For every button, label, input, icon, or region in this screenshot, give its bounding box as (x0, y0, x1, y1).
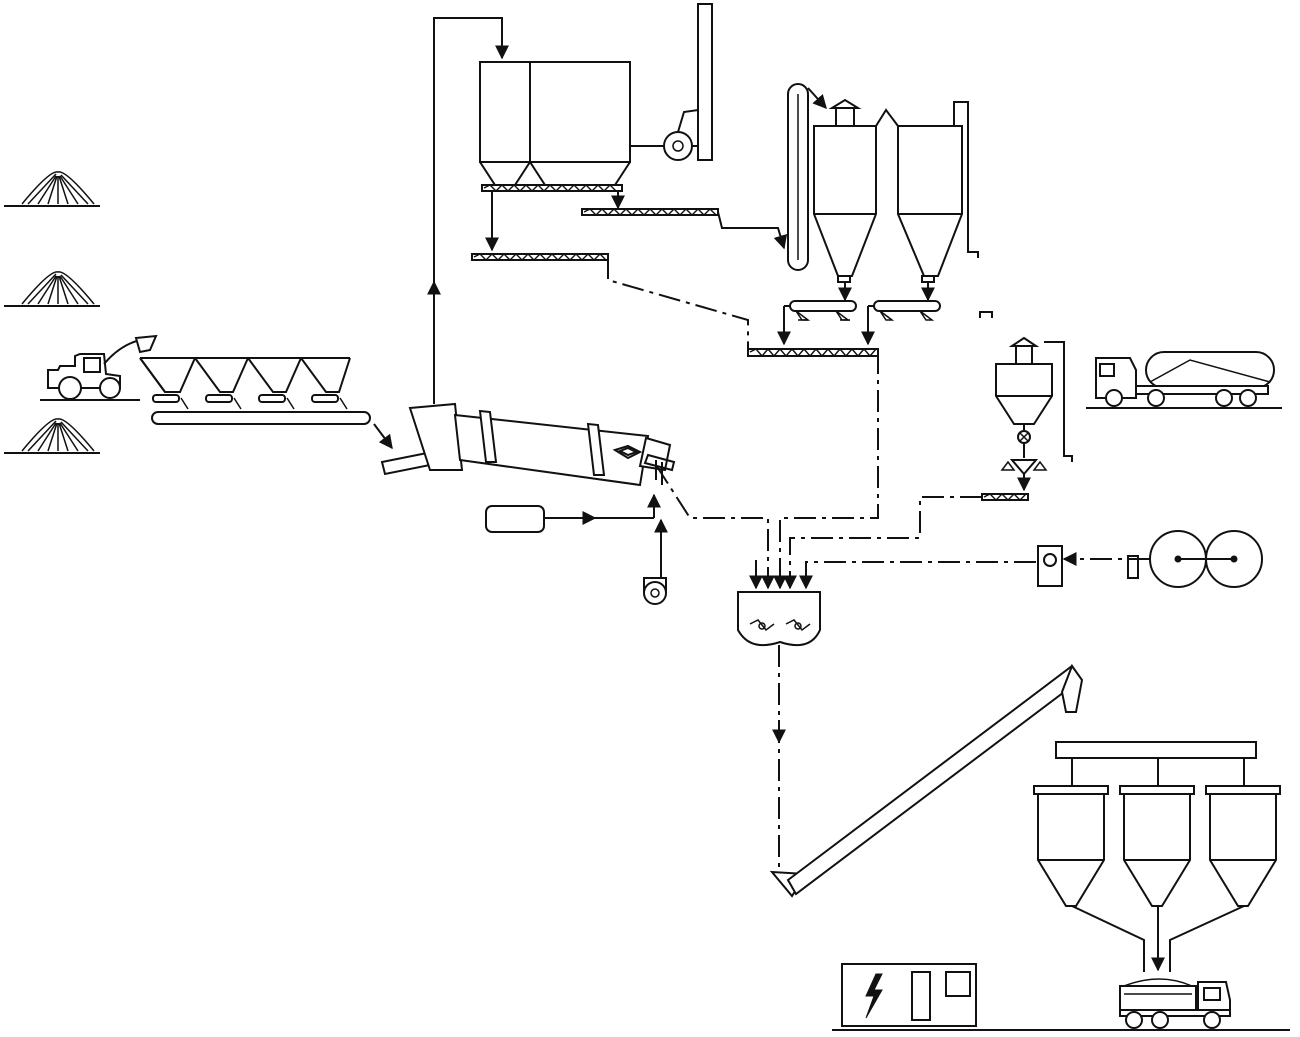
screw-conveyors (471, 208, 1029, 501)
bitumen-storage-tanks (1127, 530, 1263, 588)
bag-filter-baghouse (479, 61, 631, 192)
exhaust-fan (630, 108, 699, 161)
combustion-air-fan (643, 577, 667, 605)
aggregate-stockpile-1 (4, 171, 100, 207)
drying-drum (408, 402, 672, 487)
filler-silos (813, 98, 979, 283)
exhaust-stack (697, 3, 713, 161)
twin-shaft-mixer (737, 591, 821, 646)
filler-weigh-conveyors (789, 300, 941, 321)
bitumen-tank (995, 336, 1073, 476)
bitumen-pump (1037, 545, 1063, 587)
aggregate-stockpile-3 (4, 418, 100, 454)
aggregate-stockpile-2 (4, 271, 100, 307)
bitumen-tanker-truck (1086, 351, 1282, 409)
hot-mix-storage-silos (1033, 741, 1281, 972)
control-cabin (841, 963, 977, 1027)
lightning-icon (865, 973, 883, 1019)
skip-conveyor (769, 663, 1084, 898)
wheel-loader (40, 334, 158, 401)
hot-aggregate-elevator (787, 83, 809, 271)
collecting-conveyor (151, 411, 371, 425)
fuel-tank (485, 505, 545, 533)
cold-feed-bins (139, 357, 351, 410)
dump-truck (832, 978, 1290, 1031)
